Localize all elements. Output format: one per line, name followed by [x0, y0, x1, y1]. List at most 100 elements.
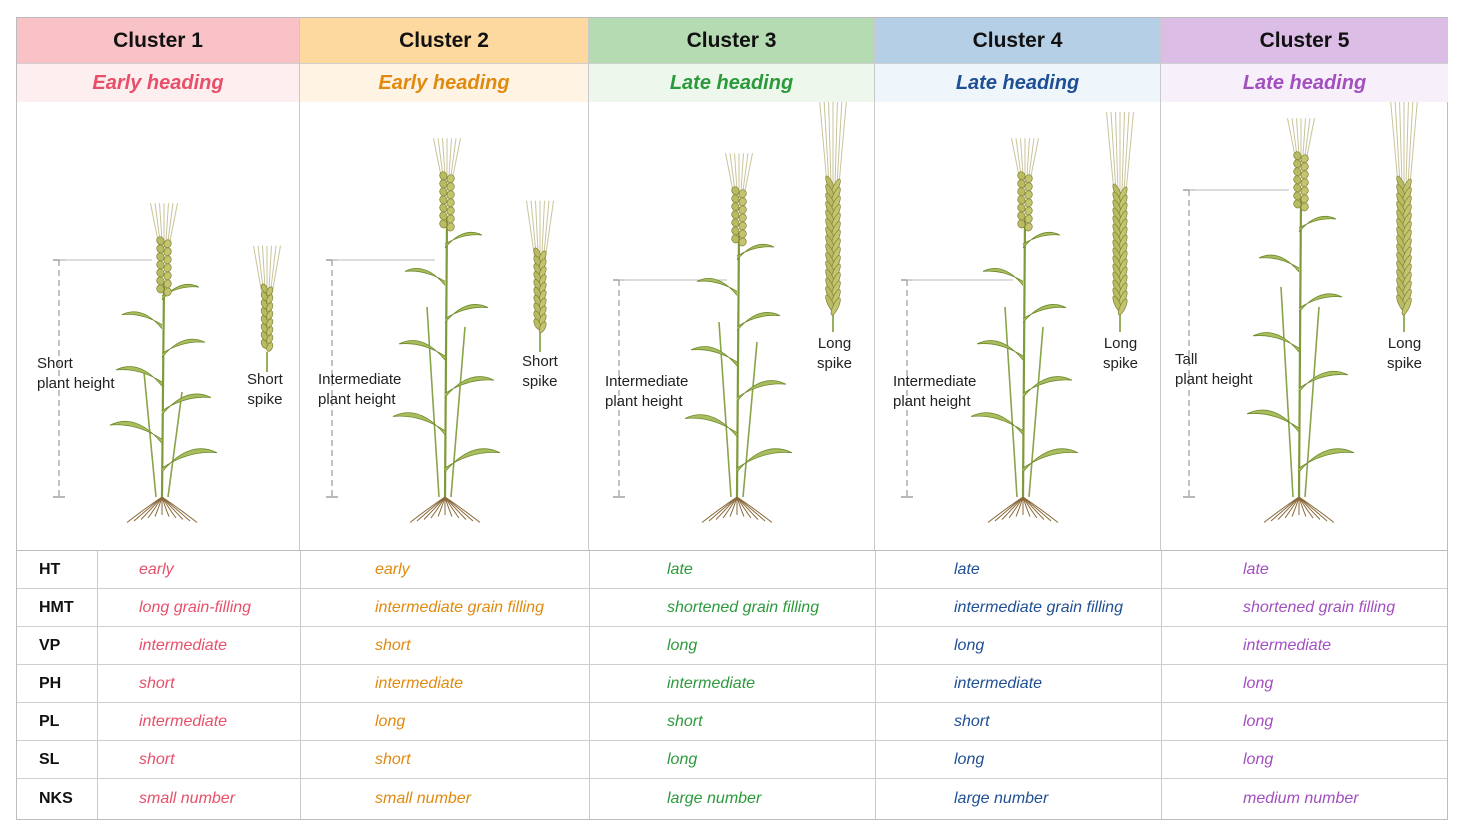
trait-value: long	[667, 750, 698, 768]
column-divider	[875, 703, 876, 740]
heading-type-label: Late heading	[1161, 64, 1448, 102]
plant	[109, 203, 218, 523]
plant	[684, 153, 793, 523]
barley-plant-drawing	[613, 99, 847, 523]
trait-value: intermediate	[1243, 636, 1332, 654]
plant	[1246, 118, 1355, 523]
trait-row-hmt: HMT long grain-filling intermediate grain …	[17, 589, 1447, 627]
column-divider	[1161, 589, 1162, 626]
height-bracket	[901, 279, 1013, 498]
height-bracket	[53, 259, 152, 498]
barley-plant-drawing	[53, 203, 281, 523]
height-bracket	[1183, 189, 1289, 498]
trait-value: long	[1243, 750, 1274, 768]
trait-value: large number	[667, 790, 762, 807]
column-divider	[300, 665, 301, 702]
trait-value: late	[1243, 560, 1269, 578]
heading-type-label: Early heading	[300, 64, 588, 102]
spike-length-label-line: spike	[817, 355, 853, 372]
plant-height-label-line: plant height	[37, 375, 115, 392]
spike-length-label-line: Long	[817, 335, 852, 352]
column-divider	[1161, 665, 1162, 702]
cluster-title: Cluster 3	[589, 18, 874, 64]
column-divider	[589, 589, 590, 626]
trait-value: late	[667, 560, 693, 578]
column-divider	[300, 627, 301, 664]
barley-plant-drawing	[901, 111, 1134, 523]
column-divider	[589, 703, 590, 740]
spike-detail	[1390, 99, 1418, 332]
column-divider	[875, 779, 876, 819]
barley-plant-drawing	[326, 138, 554, 523]
plant-height-label: Intermediate plant height	[893, 372, 976, 412]
plant-height-label-line: Short	[37, 355, 73, 372]
trait-value: intermediate	[375, 674, 464, 692]
spike-length-label-line: spike	[1103, 355, 1139, 372]
trait-value: long	[375, 712, 406, 730]
trait-value: long	[954, 750, 985, 768]
trait-value: late	[954, 560, 980, 578]
plant-height-label-line: Intermediate	[893, 373, 977, 390]
trait-value: shortened grain filling	[667, 598, 820, 616]
trait-value: short	[139, 674, 175, 692]
column-divider	[875, 665, 876, 702]
trait-value: short	[375, 750, 411, 768]
plant-height-label-line: Intermediate	[605, 373, 689, 390]
column-divider	[300, 551, 301, 588]
plant-height-label-line: plant height	[893, 393, 971, 410]
heading-type-label: Late heading	[875, 64, 1160, 102]
heading-type-label: Early heading	[17, 64, 299, 102]
column-divider	[589, 779, 590, 819]
heading-type-label: Late heading	[589, 64, 874, 102]
trait-value: large number	[954, 790, 1049, 807]
column-divider	[875, 551, 876, 588]
trait-key: VP	[17, 627, 98, 664]
cluster-title: Cluster 1	[17, 18, 299, 64]
trait-value: intermediate grain filling	[954, 598, 1123, 616]
trait-value: short	[375, 636, 411, 654]
column-divider	[875, 741, 876, 778]
cluster-title: Cluster 5	[1161, 18, 1448, 64]
column-divider	[1161, 741, 1162, 778]
spike-length-label-line: spike	[522, 373, 558, 390]
trait-value: long	[667, 636, 698, 654]
trait-value: small number	[139, 790, 236, 807]
column-divider	[875, 589, 876, 626]
spike-detail	[253, 245, 281, 372]
trait-value: short	[667, 712, 703, 730]
trait-value: intermediate	[139, 712, 228, 730]
trait-value: long	[1243, 674, 1274, 692]
trait-key: SL	[17, 741, 98, 778]
column-divider	[300, 741, 301, 778]
spike-detail	[526, 200, 554, 352]
column-divider	[300, 589, 301, 626]
cluster-title: Cluster 2	[300, 18, 588, 64]
trait-value: long grain-filling	[139, 598, 252, 616]
plant-height-label-line: plant height	[1175, 371, 1253, 388]
column-divider	[1161, 779, 1162, 819]
spike-length-label-line: Short	[247, 371, 283, 388]
spike-length-label: Long spike	[817, 334, 852, 374]
plant-height-label-line: Tall	[1175, 351, 1198, 368]
trait-value: medium number	[1243, 790, 1359, 807]
plant-height-label: Tall plant height	[1175, 350, 1253, 390]
trait-key: PH	[17, 665, 98, 702]
column-divider	[589, 665, 590, 702]
trait-key: HMT	[17, 589, 98, 626]
column-divider	[1161, 703, 1162, 740]
